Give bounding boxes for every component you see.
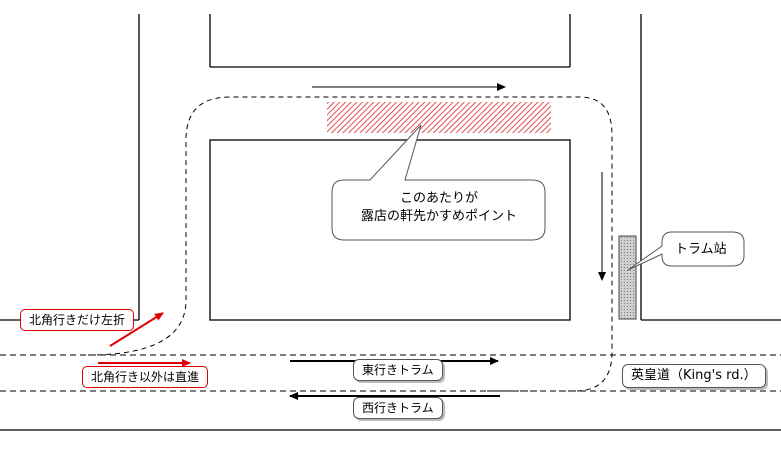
north-point-left-turn-label: 北角行きだけ左折 <box>20 309 135 332</box>
recommend-callout-text: このあたりが 露店の軒先かすめポイント <box>336 190 542 225</box>
tram-stop-label: トラム站 <box>675 242 727 257</box>
road-name-label: 英皇道（King's rd.） <box>622 364 766 388</box>
tram-stop-callout-bubble <box>627 231 745 271</box>
center-block <box>209 139 571 321</box>
others-straight-label: 北角行き以外は直進 <box>82 366 209 389</box>
street-stall-hatch <box>327 102 551 133</box>
bus-route-loop <box>87 96 613 392</box>
recommend-callout-bubble <box>331 124 546 241</box>
tram-lanes <box>0 354 781 392</box>
left-turn-red-arrow <box>109 312 164 347</box>
recommend-line-2: 露店の軒先かすめポイント <box>360 208 517 224</box>
west-tram-label: 西行きトラム <box>353 397 443 420</box>
tram-stop-platform <box>618 235 637 320</box>
east-tram-label: 東行きトラム <box>353 359 443 382</box>
recommend-line-1: このあたりが <box>399 191 478 206</box>
